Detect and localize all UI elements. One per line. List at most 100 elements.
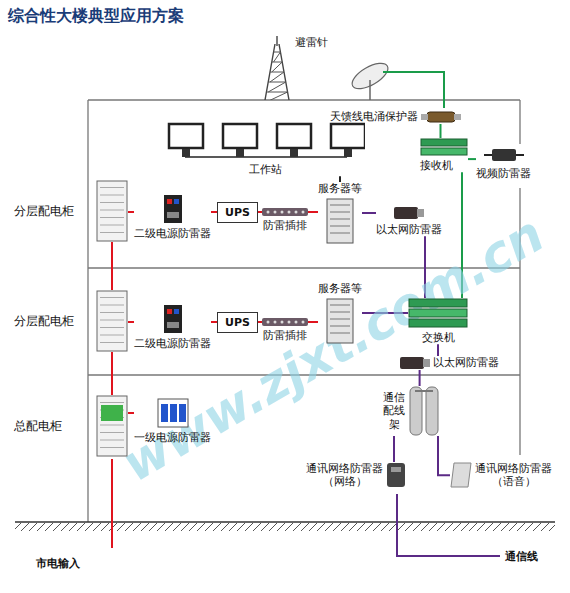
cabinet-slot <box>100 297 124 298</box>
server-bay <box>330 226 350 227</box>
label-group: 服务器等 <box>318 282 362 295</box>
node-label: 一级电源防雷器 <box>134 431 211 444</box>
node-label: 服务器等 <box>318 182 362 195</box>
module-mark <box>167 309 172 314</box>
cabinet-slot <box>100 327 124 328</box>
ethernet-protector: 以太网防雷器 <box>400 356 499 370</box>
ethernet-protector: 以太网防雷器 <box>376 206 442 236</box>
monitor <box>223 124 257 148</box>
server-icon <box>326 198 354 244</box>
wire-connector <box>393 436 395 462</box>
mains-input-wire <box>111 459 113 548</box>
server-bay <box>330 233 350 234</box>
socket <box>288 211 291 214</box>
connector-end <box>421 114 428 120</box>
mod2-icon <box>163 194 183 224</box>
tower-brace <box>270 72 284 82</box>
monitor <box>331 124 365 148</box>
label-group: 以太网防雷器 <box>376 223 442 236</box>
tower-icon <box>262 36 292 100</box>
ups-box: UPS <box>217 312 258 333</box>
label-group: 天馈线电涌保护器 <box>330 110 418 123</box>
wire-connector <box>111 352 113 395</box>
socket <box>302 321 305 324</box>
node-label: 以太网防雷器 <box>433 356 499 369</box>
node-label: 二级电源防雷器 <box>134 337 211 350</box>
node-label: UPS <box>225 316 250 329</box>
server: 服务器等 <box>318 182 362 244</box>
label-group: 通讯网络防雷器（网络） <box>306 462 383 488</box>
label-group: 二级电源防雷器 <box>134 337 211 350</box>
socket <box>267 321 270 324</box>
frame-post <box>426 387 438 435</box>
strip-body <box>262 318 308 326</box>
node-label: （语音） <box>492 475 536 488</box>
protector-body <box>427 112 455 122</box>
left-wall <box>87 100 88 522</box>
cabinet-slot <box>100 312 124 313</box>
cab-icon <box>96 180 128 242</box>
roof-line <box>88 99 520 100</box>
monitor-stand <box>182 149 190 157</box>
rx-icon <box>420 138 468 156</box>
wire-connector <box>258 211 262 213</box>
node-label: 分层配电柜 <box>14 314 74 328</box>
server-bay <box>330 333 350 334</box>
label-group: 以太网防雷器 <box>433 356 499 369</box>
tower-brace <box>274 52 281 62</box>
node-label: 服务器等 <box>318 282 362 295</box>
cabinet-slot <box>100 225 124 226</box>
device-layer <box>421 148 467 155</box>
wire-connector <box>419 370 421 386</box>
rack-icon <box>409 386 439 436</box>
strip-body <box>262 208 308 216</box>
secondary-power-protector: 二级电源防雷器 <box>134 304 211 350</box>
cabinet-slot <box>100 202 124 203</box>
wire-connector <box>128 211 134 213</box>
socket <box>302 211 305 214</box>
net-icon <box>386 462 406 488</box>
module-mark <box>174 199 179 204</box>
secondary-power-protector: 二级电源防雷器 <box>134 194 211 240</box>
cabinet-body <box>97 181 127 241</box>
label-group: 一级电源防雷器 <box>134 431 211 444</box>
label-group: 防雷插排 <box>263 329 307 342</box>
label-group: UPS <box>225 316 250 329</box>
node-label: 防雷插排 <box>263 329 307 342</box>
floor-distribution-cabinet: 分层配电柜 <box>14 180 128 242</box>
port <box>391 467 401 472</box>
node-label: 工作站 <box>249 163 282 176</box>
cabinet-slot <box>100 305 124 306</box>
server-bay <box>330 212 350 213</box>
cabinet-slot <box>100 217 124 218</box>
label-group: 服务器等 <box>318 182 362 195</box>
node-label: 通讯网络防雷器 <box>475 462 552 475</box>
tower-legs <box>265 36 289 100</box>
module-mark <box>174 309 179 314</box>
frame-post <box>410 387 422 435</box>
node-label: 视频防雷器 <box>476 167 531 180</box>
tower-brace <box>266 92 287 100</box>
socket <box>281 321 284 324</box>
wire-connector <box>128 412 134 414</box>
monitor <box>169 124 203 148</box>
wire-connector <box>258 321 262 323</box>
socket <box>281 211 284 214</box>
feeder-surge-protector: 天馈线电涌保护器 <box>330 110 461 124</box>
label-group: 通信配线架 <box>382 391 406 431</box>
cabinet-slot <box>100 402 124 403</box>
device-layer <box>409 319 467 327</box>
connector-end <box>454 114 461 120</box>
cabinet-slot <box>100 425 124 426</box>
node-label: 总配电柜 <box>14 419 62 433</box>
cabinet-slot <box>100 320 124 321</box>
network-protector: 通讯网络防雷器（网络） <box>306 462 406 488</box>
eth-icon <box>400 356 430 370</box>
wire-connector <box>128 321 134 323</box>
module-pole <box>179 404 186 422</box>
mod2-icon <box>163 304 183 334</box>
cabinet-slot <box>100 447 124 448</box>
module-mark <box>167 199 172 204</box>
